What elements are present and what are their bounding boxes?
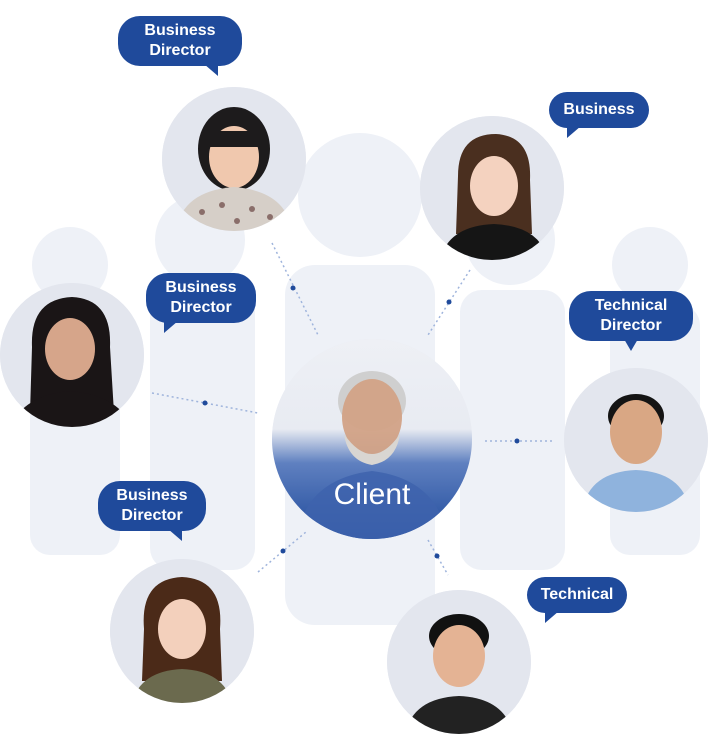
role-bubble-bottom-right: Technical xyxy=(527,577,627,623)
role-bubble-bottom-left: Business Director xyxy=(98,481,206,541)
role-line-1: Technical xyxy=(540,586,614,603)
role-line-1: Business xyxy=(144,22,216,39)
avatar-technical-bottom-right xyxy=(387,590,531,734)
role-line-2: Director xyxy=(149,42,211,59)
role-line-2: Director xyxy=(600,317,662,334)
bubble-tail xyxy=(624,339,638,351)
avatar-business-director-bottom-left xyxy=(110,559,254,703)
role-line-1: Business xyxy=(165,279,237,296)
role-line-1: Technical xyxy=(594,297,668,314)
avatar-business-top-right xyxy=(420,116,564,260)
connector-dot xyxy=(290,285,296,291)
client-label: Client xyxy=(333,478,411,511)
role-bubble-mid-right: Technical Director xyxy=(569,291,693,351)
avatar-technical-director-right xyxy=(564,368,708,512)
avatar-business-director-left xyxy=(0,283,144,427)
bubble-tail xyxy=(168,529,182,541)
role-line-2: Director xyxy=(121,507,183,524)
connector-dot xyxy=(202,400,208,406)
bubble-tail xyxy=(567,126,581,138)
bubble-tail xyxy=(164,321,178,333)
bubble-tail xyxy=(204,64,218,76)
role-line-2: Director xyxy=(170,299,232,316)
avatar-business-director-top xyxy=(162,87,306,231)
connector-dot xyxy=(434,553,440,559)
role-bubble-top-right: Business xyxy=(549,92,649,138)
connector-dot xyxy=(514,438,520,444)
bubble-tail xyxy=(545,611,559,623)
role-line-1: Business xyxy=(563,101,635,118)
avatar-client xyxy=(272,339,472,539)
role-line-1: Business xyxy=(116,487,188,504)
connector-dot xyxy=(446,299,452,305)
role-bubble-top-left: Business Director xyxy=(118,16,242,76)
connector-dot xyxy=(280,548,286,554)
role-bubble-mid-left: Business Director xyxy=(146,273,256,333)
